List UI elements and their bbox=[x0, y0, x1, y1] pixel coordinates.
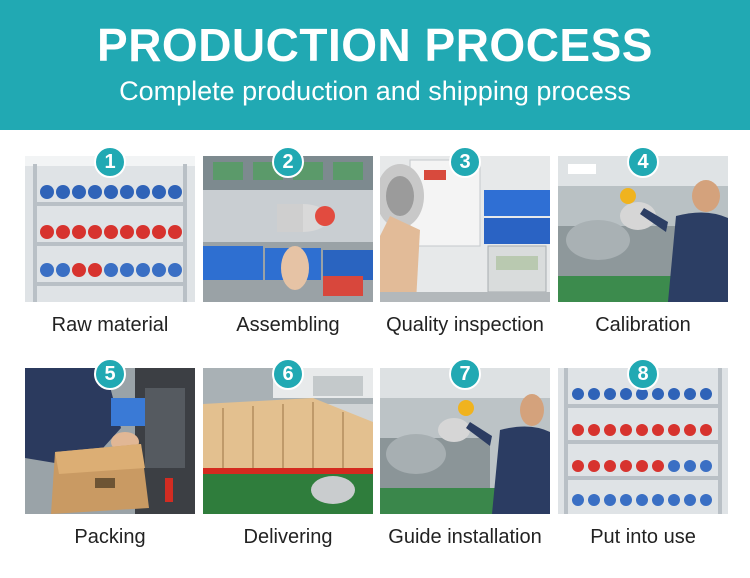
step-3: 3 Quality inspection bbox=[380, 146, 550, 337]
step-photo-guide-installation bbox=[380, 368, 550, 514]
step-number-badge: 3 bbox=[449, 146, 481, 178]
step-7: 7 Guide installation bbox=[380, 358, 550, 549]
step-photo-raw-material bbox=[25, 156, 195, 302]
step-number-badge: 1 bbox=[94, 146, 126, 178]
step-number-badge: 6 bbox=[272, 358, 304, 390]
step-number-badge: 2 bbox=[272, 146, 304, 178]
step-5: 5 Packing bbox=[25, 358, 195, 549]
step-photo-quality-inspection bbox=[380, 156, 550, 302]
step-number-badge: 7 bbox=[449, 358, 481, 390]
step-label: Packing bbox=[74, 526, 146, 548]
step-label: Assembling bbox=[236, 314, 340, 336]
page-title: PRODUCTION PROCESS bbox=[97, 19, 653, 71]
page-subtitle: Complete production and shipping process bbox=[119, 76, 631, 106]
step-label: Put into use bbox=[590, 526, 696, 548]
step-number-badge: 5 bbox=[94, 358, 126, 390]
step-6: 6 Delivering bbox=[203, 358, 373, 549]
step-2: 2 Assembling bbox=[203, 146, 373, 337]
step-label: Delivering bbox=[243, 526, 333, 548]
step-photo-calibration bbox=[558, 156, 728, 302]
step-4: 4 Calibration bbox=[558, 146, 728, 337]
step-label: Calibration bbox=[595, 314, 691, 336]
step-number-badge: 4 bbox=[627, 146, 659, 178]
step-photo-put-into-use bbox=[558, 368, 728, 514]
step-number-badge: 8 bbox=[627, 358, 659, 390]
header-banner: PRODUCTION PROCESS Complete production a… bbox=[0, 0, 750, 130]
step-1: 1 Raw material bbox=[25, 146, 195, 337]
step-8: 8 Put into use bbox=[558, 358, 728, 549]
step-label: Guide installation bbox=[388, 526, 542, 548]
step-photo-delivering bbox=[203, 368, 373, 514]
step-label: Quality inspection bbox=[386, 314, 544, 336]
step-label: Raw material bbox=[51, 314, 169, 336]
step-photo-packing bbox=[25, 368, 195, 514]
